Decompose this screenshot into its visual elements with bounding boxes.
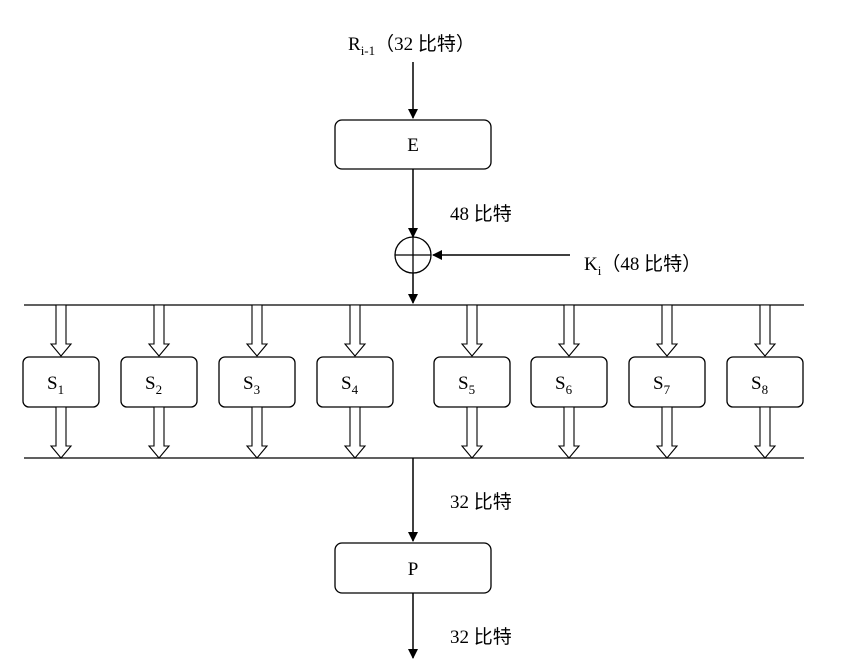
sbox-label-letter: S	[47, 373, 58, 394]
key-label-suffix: （48 比特）	[601, 253, 701, 275]
input-label-subscript: i-1	[361, 43, 375, 58]
sbox-output-arrow-icon	[245, 406, 269, 459]
input-label: Ri-1（32 比特）	[348, 33, 475, 58]
sbox-3: S3	[218, 304, 296, 459]
sbox-output-arrow-icon	[655, 406, 679, 459]
sbox-input-arrow-icon	[49, 304, 73, 357]
sbox-1: S1	[22, 304, 100, 459]
sbox-input-arrow-icon	[655, 304, 679, 357]
sbox-label-index: 8	[762, 382, 769, 397]
sbox-output-arrow-icon	[557, 406, 581, 459]
sbox-input-arrow-icon	[343, 304, 367, 357]
input-label-main: R	[348, 34, 361, 55]
sbox-label: S3	[243, 373, 260, 397]
sbox-label-letter: S	[555, 373, 566, 394]
sbox-output-arrow-icon	[147, 406, 171, 459]
sbox-6: S6	[530, 304, 608, 459]
sbox-input-arrow-icon	[460, 304, 484, 357]
key-label: Ki（48 比特）	[584, 253, 701, 278]
e-box-label: E	[407, 135, 419, 156]
sbox-output-arrow-icon	[343, 406, 367, 459]
sbox-label: S4	[341, 373, 359, 397]
sbox-output-arrow-icon	[460, 406, 484, 459]
sbox-label-index: 3	[254, 382, 261, 397]
input-label-suffix: （32 比特）	[375, 33, 475, 55]
after-s-label: 32 比特	[450, 491, 512, 513]
sbox-label: S6	[555, 373, 573, 397]
sbox-label-letter: S	[341, 373, 352, 394]
sbox-label: S2	[145, 373, 162, 397]
sbox-label: S1	[47, 373, 64, 397]
sbox-input-arrow-icon	[245, 304, 269, 357]
sbox-input-arrow-icon	[147, 304, 171, 357]
sbox-label-letter: S	[653, 373, 664, 394]
sbox-2: S2	[120, 304, 198, 459]
sbox-label-index: 7	[664, 382, 671, 397]
p-box-label: P	[408, 559, 419, 580]
sbox-8: S8	[726, 304, 804, 459]
sbox-input-arrow-icon	[753, 304, 777, 357]
sbox-label-index: 5	[469, 382, 476, 397]
sbox-label-letter: S	[243, 373, 254, 394]
key-label-main: K	[584, 254, 598, 275]
sbox-label: S7	[653, 373, 671, 397]
sbox-input-arrow-icon	[557, 304, 581, 357]
sbox-label-index: 6	[566, 382, 573, 397]
sbox-5: S5	[433, 304, 511, 459]
sbox-label-letter: S	[751, 373, 762, 394]
sbox-output-arrow-icon	[753, 406, 777, 459]
sbox-output-arrow-icon	[49, 406, 73, 459]
key-label-subscript: i	[598, 263, 602, 278]
output-label: 32 比特	[450, 626, 512, 648]
sbox-7: S7	[628, 304, 706, 459]
sbox-4: S4	[316, 304, 394, 459]
after-e-label: 48 比特	[450, 203, 512, 225]
sbox-label-index: 1	[58, 382, 65, 397]
sbox-label: S8	[751, 373, 768, 397]
xor-icon	[394, 236, 432, 274]
sbox-label-index: 2	[156, 382, 163, 397]
sbox-label-letter: S	[458, 373, 469, 394]
sbox-label: S5	[458, 373, 475, 397]
sbox-label-index: 4	[352, 382, 359, 397]
sbox-label-letter: S	[145, 373, 156, 394]
